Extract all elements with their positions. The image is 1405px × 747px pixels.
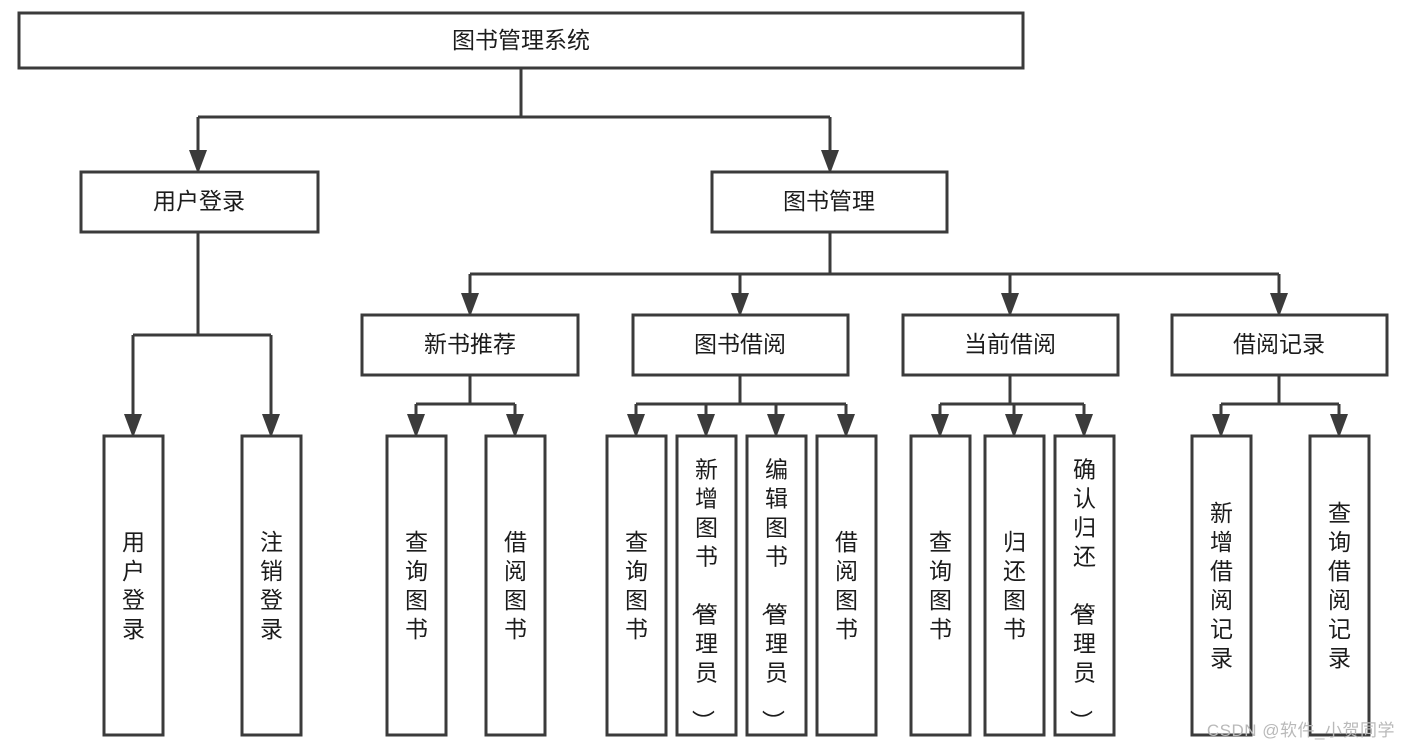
- node-leaf-return-book-box[interactable]: [983, 434, 1046, 737]
- node-leaf-query-borrow-record-box[interactable]: [1308, 434, 1371, 737]
- node-book-borrow-label: 图书借阅: [694, 331, 786, 357]
- node-leaf-add-borrow-record[interactable]: 新增借阅记录: [1190, 434, 1253, 737]
- arrowhead-leaf-return-book: [1005, 414, 1023, 438]
- node-borrow-record[interactable]: 借阅记录: [1170, 313, 1389, 377]
- arrowhead-leaf-add-borrow-record: [1212, 414, 1230, 438]
- arrowhead-leaf-query-book-3: [931, 414, 949, 438]
- node-leaf-query-book-3-box[interactable]: [909, 434, 972, 737]
- arrowhead-leaf-edit-book: [767, 414, 785, 438]
- node-root-label: 图书管理系统: [452, 27, 590, 53]
- node-current-borrow-label: 当前借阅: [964, 331, 1056, 357]
- node-book-borrow-box[interactable]: [631, 313, 850, 377]
- node-leaf-edit-book[interactable]: 编辑图书（管理员）: [745, 434, 808, 737]
- arrowhead-book-mgmt: [821, 150, 839, 174]
- node-new-book-recommend[interactable]: 新书推荐: [360, 313, 580, 377]
- node-leaf-logout[interactable]: 注销登录: [240, 434, 303, 737]
- node-leaf-query-book-2-label: 查询图书: [625, 529, 648, 642]
- node-leaf-query-book-3-label: 查询图书: [929, 529, 952, 642]
- node-new-book-recommend-box[interactable]: [360, 313, 580, 377]
- arrowhead-user-login: [189, 150, 207, 174]
- arrowhead-leaf-logout: [262, 414, 280, 438]
- leaf-nodes-group: 用户登录 注销登录 查询图书 借阅图书 查询图书 新增图书（管理员） 编辑图书（管理员） 借阅…: [102, 434, 1371, 737]
- arrowhead-leaf-query-borrow-record: [1330, 414, 1348, 438]
- node-book-mgmt-box[interactable]: [710, 170, 949, 234]
- arrowhead-current-borrow: [1001, 293, 1019, 317]
- node-current-borrow[interactable]: 当前借阅: [901, 313, 1120, 377]
- node-leaf-user-login-label: 用户登录: [122, 529, 145, 642]
- node-leaf-add-book[interactable]: 新增图书（管理员）: [675, 434, 738, 737]
- node-book-mgmt-label: 图书管理: [783, 188, 875, 214]
- node-leaf-edit-book-label: 编辑图书（管理员）: [760, 457, 788, 733]
- node-leaf-confirm-return[interactable]: 确认归还（管理员）: [1053, 434, 1116, 737]
- arrowhead-leaf-borrow-book-2: [837, 414, 855, 438]
- node-leaf-borrow-book-2-label: 借阅图书: [835, 529, 858, 642]
- arrowhead-leaf-user-login: [124, 414, 142, 438]
- node-user-login-box[interactable]: [79, 170, 320, 234]
- node-leaf-add-book-box[interactable]: [675, 434, 738, 737]
- node-leaf-return-book-label: 归还图书: [1003, 529, 1026, 642]
- arrowhead-leaf-confirm-return: [1075, 414, 1093, 438]
- arrowhead-leaf-add-book: [697, 414, 715, 438]
- arrowhead-book-borrow: [731, 293, 749, 317]
- node-current-borrow-box[interactable]: [901, 313, 1120, 377]
- node-borrow-record-box[interactable]: [1170, 313, 1389, 377]
- node-leaf-borrow-book-2-box[interactable]: [815, 434, 878, 737]
- node-book-mgmt[interactable]: 图书管理: [710, 170, 949, 234]
- node-leaf-query-book-2-box[interactable]: [605, 434, 668, 737]
- node-leaf-query-book-1-label: 查询图书: [405, 529, 428, 642]
- node-root-box[interactable]: [17, 11, 1025, 70]
- node-leaf-borrow-book-1[interactable]: 借阅图书: [484, 434, 547, 737]
- node-leaf-logout-box[interactable]: [240, 434, 303, 737]
- node-borrow-record-label: 借阅记录: [1233, 331, 1325, 357]
- node-leaf-user-login-box[interactable]: [102, 434, 165, 737]
- node-leaf-borrow-book-2[interactable]: 借阅图书: [815, 434, 878, 737]
- node-user-login[interactable]: 用户登录: [79, 170, 320, 234]
- node-leaf-query-book-3[interactable]: 查询图书: [909, 434, 972, 737]
- node-leaf-borrow-book-1-label: 借阅图书: [504, 529, 527, 642]
- node-root[interactable]: 图书管理系统: [17, 11, 1025, 70]
- node-leaf-confirm-return-box[interactable]: [1053, 434, 1116, 737]
- node-leaf-add-borrow-record-label: 新增借阅记录: [1210, 500, 1233, 671]
- node-leaf-query-book-1-box[interactable]: [385, 434, 448, 737]
- arrowhead-leaf-query-book-1: [407, 414, 425, 438]
- arrowhead-borrow-record: [1270, 293, 1288, 317]
- node-leaf-return-book[interactable]: 归还图书: [983, 434, 1046, 737]
- arrowhead-leaf-borrow-book-1: [506, 414, 524, 438]
- arrowhead-leaf-query-book-2: [627, 414, 645, 438]
- node-leaf-query-book-1[interactable]: 查询图书: [385, 434, 448, 737]
- node-leaf-query-borrow-record[interactable]: 查询借阅记录: [1308, 434, 1371, 737]
- node-leaf-add-book-label: 新增图书（管理员）: [690, 457, 718, 733]
- arrowhead-new-book-recommend: [461, 293, 479, 317]
- connectors-group: [124, 68, 1348, 438]
- node-leaf-user-login[interactable]: 用户登录: [102, 434, 165, 737]
- node-new-book-recommend-label: 新书推荐: [424, 331, 516, 357]
- node-leaf-logout-label: 注销登录: [260, 529, 283, 642]
- node-user-login-label: 用户登录: [153, 188, 245, 214]
- node-book-borrow[interactable]: 图书借阅: [631, 313, 850, 377]
- node-leaf-confirm-return-label: 确认归还（管理员）: [1068, 457, 1096, 733]
- node-leaf-edit-book-box[interactable]: [745, 434, 808, 737]
- node-leaf-add-borrow-record-box[interactable]: [1190, 434, 1253, 737]
- node-leaf-query-book-2[interactable]: 查询图书: [605, 434, 668, 737]
- node-leaf-query-borrow-record-label: 查询借阅记录: [1328, 500, 1351, 671]
- node-leaf-borrow-book-1-box[interactable]: [484, 434, 547, 737]
